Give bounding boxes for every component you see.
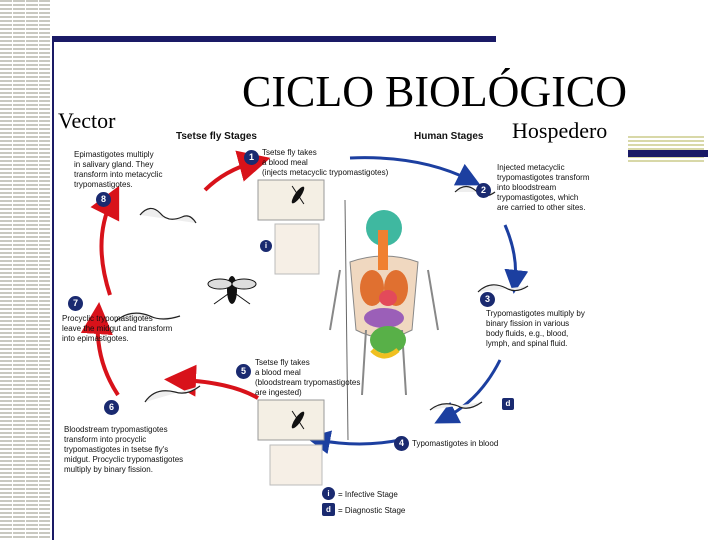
step-text-1: Tsetse fly takes a blood meal (injects m…	[262, 148, 389, 177]
left-rule	[52, 36, 54, 540]
top-rule	[52, 36, 496, 42]
step-badge-8: 8	[96, 192, 111, 207]
legend-diagnostic-icon: d	[322, 503, 335, 516]
fly-bite-box-2	[257, 399, 325, 441]
connector-line	[344, 199, 349, 441]
step-text-3: Trypomastigotes multiply by binary fissi…	[486, 309, 585, 348]
human-stages-heading: Human Stages	[414, 131, 484, 142]
step-badge-2: 2	[476, 183, 491, 198]
trypomastigote-sketch-3	[477, 284, 529, 293]
step-text-8: Epimastigotes multiply in salivary gland…	[74, 150, 163, 189]
bloodstream-sketch-6	[144, 385, 201, 403]
diagnostic-stage-badge: d	[502, 398, 514, 410]
cycle-arrow-4-to-5	[306, 430, 401, 455]
cycle-arrow-2-to-3	[503, 224, 529, 294]
host-label: Hospedero	[512, 118, 608, 143]
fly-feeding-icon-1	[291, 185, 305, 205]
tsetse-stages-heading: Tsetse fly Stages	[176, 131, 257, 142]
step-badge-4: 4	[394, 436, 409, 451]
tsetse-fly-icon	[207, 276, 257, 305]
trypomastigote-sketch-4	[429, 401, 483, 411]
step-text-5: Tsetse fly takes a blood meal (bloodstre…	[255, 358, 361, 397]
procyclic-sketch	[114, 312, 181, 323]
cycle-arrow-5-to-6	[164, 364, 259, 400]
cycle-arrow-3-to-4	[434, 359, 502, 424]
cycle-arrow-1-to-2	[349, 156, 481, 186]
legend-infective-icon: i	[322, 487, 335, 500]
fly-bite-box-1	[257, 179, 325, 221]
vector-label: Vector	[58, 108, 116, 133]
right-rule	[628, 150, 708, 157]
step-badge-1: 1	[244, 150, 259, 165]
step-text-6: Bloodstream trypomastigotes transform in…	[64, 425, 184, 474]
step-badge-3: 3	[480, 292, 495, 307]
right-stripe-decoration	[628, 136, 704, 162]
slide-title: CICLO BIOLÓGICO	[242, 67, 627, 116]
legend-infective-label: = Infective Stage	[338, 490, 398, 499]
step-text-7: Procyclic trypomastigotes leave the midg…	[62, 314, 173, 343]
parasite-box-1	[274, 223, 320, 275]
step-text-4: Typomastigotes in blood	[412, 439, 499, 448]
legend-diagnostic-label: = Diagnostic Stage	[338, 506, 406, 515]
step-text-2: Injected metacyclic trypomastigotes tran…	[497, 163, 590, 212]
fly-feeding-icon-2	[291, 410, 305, 430]
step-badge-7: 7	[68, 296, 83, 311]
cycle-arrow-7-to-8	[90, 185, 120, 296]
human-body-figure	[329, 210, 439, 396]
left-stripe-decoration	[0, 0, 50, 540]
step-badge-5: 5	[236, 364, 251, 379]
cycle-arrow-6-to-7	[80, 302, 120, 397]
epimastigote-sketch	[139, 207, 197, 224]
step-badge-6: 6	[104, 400, 119, 415]
parasite-box-2	[269, 444, 323, 486]
infective-stage-badge: i	[260, 240, 272, 252]
